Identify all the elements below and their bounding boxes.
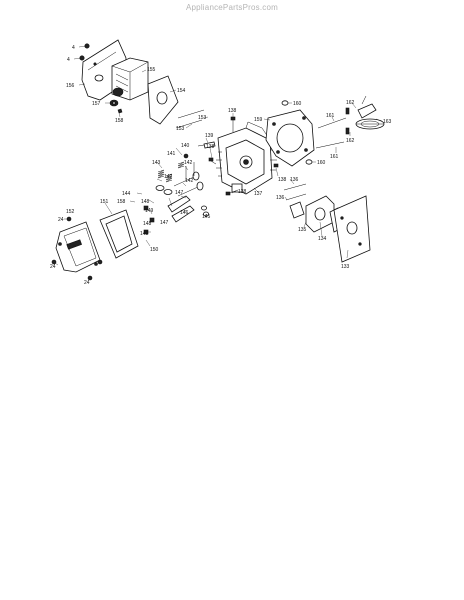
callout-155: 155 — [147, 67, 156, 73]
callout-163: 163 — [383, 119, 392, 125]
head-gasket-part[interactable] — [265, 109, 315, 167]
callout-148: 148 — [143, 221, 152, 227]
callout-24: 24 — [84, 280, 90, 286]
callout-135: 135 — [298, 227, 307, 233]
callout-162: 162 — [346, 100, 355, 106]
leader-lines — [54, 45, 383, 280]
lifter-162-b[interactable] — [345, 127, 350, 135]
callout-137: 137 — [254, 191, 263, 197]
callout-136: 136 — [290, 177, 299, 183]
callout-152: 152 — [66, 209, 75, 215]
callout-158: 158 — [117, 199, 126, 205]
callout-24: 24 — [58, 217, 64, 223]
callout-153: 153 — [176, 126, 185, 132]
callout-138: 138 — [206, 144, 215, 150]
dowel-pin-160-lower[interactable] — [305, 159, 313, 165]
callout-24: 24 — [50, 264, 56, 270]
callout-labels: 4 4 156 155 154 157 158 153 153 139 138 … — [50, 45, 392, 286]
callout-146: 146 — [180, 210, 189, 216]
callout-142: 142 — [185, 178, 194, 184]
spark-plug-part[interactable] — [197, 141, 216, 149]
stud-bolt-153[interactable] — [175, 109, 205, 129]
lifter-162-a[interactable] — [345, 107, 350, 115]
callout-148: 148 — [141, 199, 150, 205]
dowel-pin-160-upper[interactable] — [281, 100, 289, 106]
callout-153: 153 — [198, 115, 207, 121]
head-bolt-138-lower[interactable] — [225, 189, 239, 196]
rocker-cover-part[interactable] — [55, 221, 101, 273]
callout-145: 145 — [202, 214, 211, 220]
valve-seal-part[interactable] — [201, 205, 209, 217]
callout-138: 138 — [278, 177, 287, 183]
callout-150: 150 — [150, 247, 159, 253]
callout-160: 160 — [293, 101, 302, 107]
callout-4: 4 — [72, 45, 75, 51]
callout-160: 160 — [317, 160, 326, 166]
callout-138: 138 — [238, 189, 247, 195]
push-rod-161[interactable] — [315, 117, 347, 149]
cover-screw-24-d[interactable] — [97, 259, 103, 265]
callout-133: 133 — [341, 264, 350, 270]
head-bolt-138-left[interactable] — [208, 157, 217, 165]
callout-140: 140 — [181, 143, 190, 149]
callout-142: 142 — [184, 160, 193, 166]
head-bolt-138-top[interactable] — [230, 116, 236, 132]
carburetor-gasket-part[interactable] — [333, 195, 371, 263]
rocker-stud-part[interactable] — [185, 162, 195, 180]
callout-138: 138 — [228, 108, 237, 114]
muffler-washer-part[interactable] — [109, 99, 119, 107]
camshaft-part[interactable] — [355, 95, 385, 130]
valve-spring-part[interactable] — [157, 161, 185, 183]
callout-156: 156 — [66, 83, 75, 89]
rocker-nut-part[interactable] — [143, 205, 155, 235]
callout-134: 134 — [318, 236, 327, 242]
callout-161: 161 — [330, 154, 339, 160]
rocker-arm-part[interactable] — [167, 195, 195, 223]
callout-154: 154 — [177, 88, 186, 94]
watermark: AppliancePartsPros.com — [186, 3, 278, 12]
muffler-screw-part[interactable] — [117, 108, 123, 114]
callout-157: 157 — [92, 101, 101, 107]
callout-142: 142 — [164, 174, 173, 180]
callout-149: 149 — [140, 231, 149, 237]
rocker-cover-gasket-part[interactable] — [99, 209, 139, 259]
callout-159: 159 — [254, 117, 263, 123]
valve-stem-part[interactable] — [173, 171, 204, 197]
callout-139: 139 — [205, 133, 214, 139]
callout-162: 162 — [346, 138, 355, 144]
valve-retainer-part[interactable] — [155, 153, 189, 195]
head-bolt-138-right[interactable] — [273, 163, 279, 168]
intake-spacer-part[interactable] — [305, 195, 335, 233]
callout-143: 143 — [152, 160, 161, 166]
callout-144: 144 — [122, 191, 131, 197]
muffler-gasket-part[interactable] — [147, 75, 179, 125]
callout-149: 149 — [145, 208, 154, 214]
callout-4: 4 — [67, 57, 70, 63]
intake-stud-136[interactable] — [283, 183, 307, 201]
intake-gasket-part[interactable] — [289, 201, 305, 219]
callout-136: 136 — [276, 195, 285, 201]
cylinder-head-part[interactable] — [216, 121, 277, 195]
callout-147: 147 — [175, 190, 184, 196]
callout-161: 161 — [326, 113, 335, 119]
muffler-part[interactable] — [111, 57, 149, 101]
callout-158: 158 — [115, 118, 124, 124]
callout-141: 141 — [167, 151, 176, 157]
callout-151: 151 — [100, 199, 109, 205]
callout-147: 147 — [160, 220, 169, 226]
